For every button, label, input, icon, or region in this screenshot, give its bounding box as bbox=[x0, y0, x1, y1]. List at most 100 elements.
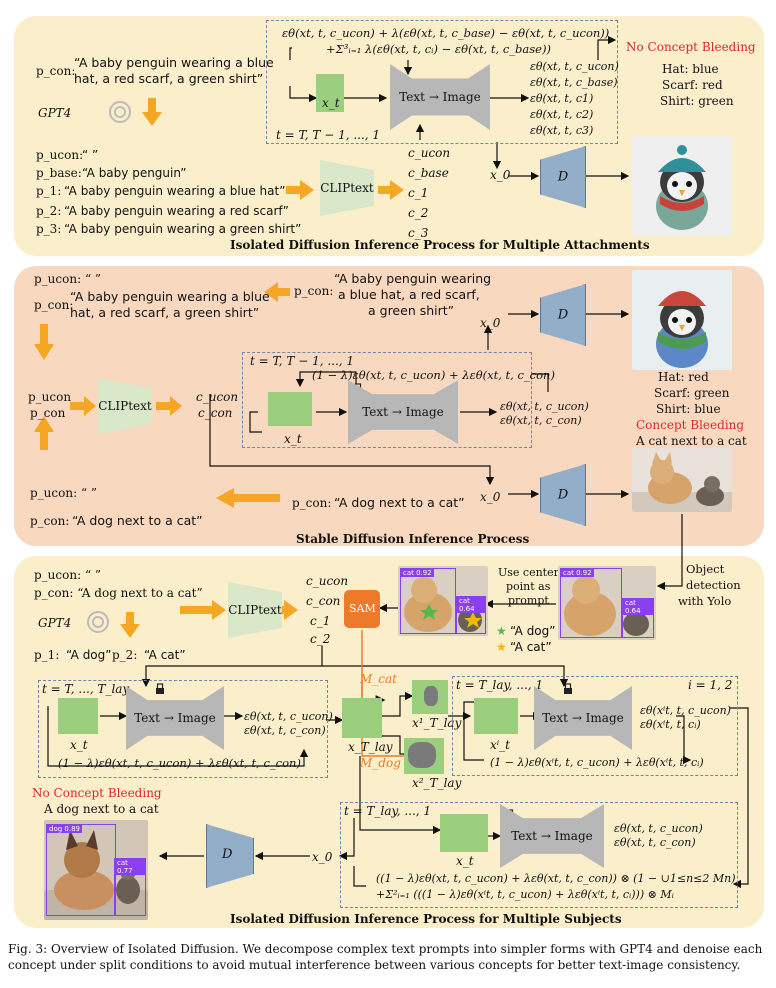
bottom-latent-xt bbox=[440, 814, 488, 852]
section1-title: Isolated Diffusion Inference Process for… bbox=[230, 238, 650, 252]
section2-title: Stable Diffusion Inference Process bbox=[296, 532, 530, 546]
p-con-text-line2: hat, a red scarf, a green shirt” bbox=[74, 71, 264, 86]
clip-text-label-sd: CLIPtext bbox=[98, 399, 152, 413]
cat-bbox-label: cat 0.77 bbox=[115, 859, 145, 875]
sam-bbox-cat1: cat 0.92 bbox=[400, 568, 456, 634]
x2-tlay-label: x²_T_lay bbox=[412, 776, 462, 790]
condition-2: c_2 bbox=[408, 206, 429, 220]
bottom-latent-label: x_t bbox=[456, 854, 474, 868]
two-cats-image bbox=[632, 448, 732, 512]
p-con-right-line2: a blue hat, a red scarf, bbox=[338, 287, 480, 302]
yolo-note-3: with Yolo bbox=[678, 594, 732, 608]
bottom-denoise-box bbox=[340, 802, 738, 908]
figure-caption-line2: concept under split conditions to avoid … bbox=[8, 958, 741, 972]
prompt-label-base: p_base: bbox=[36, 166, 82, 180]
prompt-label-ucon: p_ucon: bbox=[36, 148, 84, 162]
latent-xt-label: x_t bbox=[322, 96, 340, 110]
sd-eps-con: εθ(xt, t, c_con) bbox=[500, 414, 582, 427]
prompt-label-2: p_2: bbox=[36, 204, 62, 218]
left-timestep: t = T, ..., T_lay bbox=[42, 682, 130, 696]
s3-p1-text: “A dog” bbox=[66, 648, 112, 662]
right-index: i = 1, 2 bbox=[688, 678, 733, 692]
mid-c-ucon: c_ucon bbox=[196, 390, 239, 404]
bottom-timestep: t = T_lay, ..., 1 bbox=[344, 804, 432, 818]
attr-hat: Hat: blue bbox=[662, 62, 719, 76]
left-unet-label: Text → Image bbox=[134, 711, 216, 725]
formula-line1: εθ(xt, t, c_ucon) + λ(εθ(xt, t, c_base) … bbox=[282, 26, 610, 40]
lock-icon bbox=[354, 384, 362, 394]
s3-gpt4-label: GPT4 bbox=[38, 616, 72, 630]
clip-text-encoder-sd: CLIPtext bbox=[98, 378, 152, 434]
formula-line2: +Σ³ᵢ₌₁ λ(εθ(xt, t, cᵢ) − εθ(xt, t, c_bas… bbox=[326, 42, 551, 56]
p-con-bottom-label: p_con: bbox=[30, 514, 70, 528]
bottom-formula-line1: ((1 − λ)εθ(xt, t, c_ucon) + λεθ(xt, t, c… bbox=[376, 872, 736, 885]
s3-clip-text-label: CLIPtext bbox=[228, 603, 282, 617]
prompt-text-2: “A baby penguin wearing a red scarf” bbox=[64, 204, 289, 218]
mask-dog-label: M_dog bbox=[360, 756, 401, 770]
yolo-bbox-cat1: cat 0.92 bbox=[560, 568, 622, 638]
right-latent-label: xⁱ_t bbox=[490, 738, 511, 752]
prompt-text-3: “A baby penguin wearing a green shirt” bbox=[64, 222, 302, 236]
sd-eps-ucon: εθ(xt, t, c_ucon) bbox=[500, 400, 589, 413]
center-note-1: Use center bbox=[498, 566, 559, 579]
dog-and-cat-image: dog 0.89 cat 0.77 bbox=[44, 820, 148, 920]
bleed-attr-scarf: Scarf: green bbox=[654, 386, 730, 400]
s3-no-bleeding-title: No Concept Bleeding bbox=[32, 786, 162, 800]
mid-c-con: c_con bbox=[198, 406, 233, 420]
sd-formula: (1 − λ)εθ(xt, t, c_ucon) + λεθ(xt, t, c_… bbox=[312, 368, 555, 382]
penguin-bleeding-image bbox=[632, 270, 732, 370]
right-unet-label: Text → Image bbox=[542, 711, 624, 725]
eps-2: εθ(xt, t, c2) bbox=[530, 108, 594, 121]
sam-label: SAM bbox=[349, 602, 376, 615]
figure-caption-line1: Fig. 3: Overview of Isolated Diffusion. … bbox=[8, 942, 763, 956]
dog-mask-shape bbox=[408, 742, 436, 768]
right-latent-xi bbox=[474, 698, 518, 734]
mid-p-ucon: p_ucon bbox=[28, 390, 72, 404]
sd-x0-top: x_0 bbox=[480, 316, 501, 330]
mid-p-con: p_con bbox=[30, 406, 66, 420]
concept-bleeding-title: Concept Bleeding bbox=[636, 418, 745, 432]
s3-p2-text: “A cat” bbox=[144, 648, 186, 662]
prompt-text-1: “A baby penguin wearing a blue hat” bbox=[64, 184, 286, 198]
sd-decoder-bottom-label: D bbox=[557, 487, 569, 503]
left-latent-label: x_t bbox=[70, 738, 88, 752]
sam-bbox-label-1: cat 0.92 bbox=[401, 569, 434, 577]
s3-c-con: c_con bbox=[306, 594, 341, 608]
sam-block: SAM bbox=[344, 590, 380, 628]
dog-caption: A dog next to a cat bbox=[44, 802, 159, 816]
right-eps-ucon: εθ(xⁱt, t, c_ucon) bbox=[640, 704, 731, 717]
timestep-range: t = T, T − 1, ..., 1 bbox=[276, 128, 381, 142]
yolo-note-1: Object bbox=[686, 562, 725, 576]
bottom-formula-line2: +Σ²ᵢ₌₁ (((1 − λ)εθ(xⁱt, t, c_ucon) + λεθ… bbox=[376, 888, 674, 901]
sd-timestep: t = T, T − 1, ..., 1 bbox=[250, 354, 355, 368]
sd-latent-xt bbox=[268, 392, 312, 426]
p-ucon-top: p_ucon: “ ” bbox=[34, 272, 102, 286]
prompt-text-ucon: “ ” bbox=[82, 148, 99, 162]
condition-1: c_1 bbox=[408, 186, 429, 200]
bottom-unet-label: Text → Image bbox=[511, 829, 593, 843]
condition-3: c_3 bbox=[408, 226, 429, 240]
left-eps-con: εθ(xt, t, c_con) bbox=[244, 724, 326, 737]
sd-denoise-box bbox=[242, 352, 532, 448]
bottom-eps-con: εθ(xt, t, c_con) bbox=[614, 836, 696, 849]
left-formula: (1 − λ)εθ(xt, t, c_ucon) + λεθ(xt, t, c_… bbox=[58, 756, 301, 770]
clip-text-encoder: CLIPtext bbox=[320, 160, 374, 216]
dog-bbox: dog 0.89 bbox=[46, 824, 116, 916]
s3-p2-label: p_2: bbox=[112, 648, 138, 662]
isolated-denoise-box bbox=[266, 20, 618, 144]
sd-x0-bottom: x_0 bbox=[480, 490, 501, 504]
prompt-text-base: “A baby penguin” bbox=[82, 166, 187, 180]
unet-label: Text → Image bbox=[399, 90, 481, 104]
eps-ucon: εθ(xt, t, c_ucon) bbox=[530, 60, 619, 73]
left-latent-xt bbox=[58, 698, 98, 734]
dog-bbox-label: dog 0.89 bbox=[47, 825, 82, 833]
sam-bbox-cat2: cat 0.64 bbox=[456, 596, 486, 634]
yolo-detection-image: cat 0.92 cat 0.64 bbox=[558, 566, 656, 640]
attr-shirt: Shirt: green bbox=[660, 94, 734, 108]
s3-c-1: c_1 bbox=[310, 614, 331, 628]
yolo-note-2: detection bbox=[686, 578, 741, 592]
sd-unet-label: Text → Image bbox=[362, 405, 444, 419]
left-denoise-box bbox=[38, 680, 328, 778]
eps-1: εθ(xt, t, c1) bbox=[530, 92, 594, 105]
